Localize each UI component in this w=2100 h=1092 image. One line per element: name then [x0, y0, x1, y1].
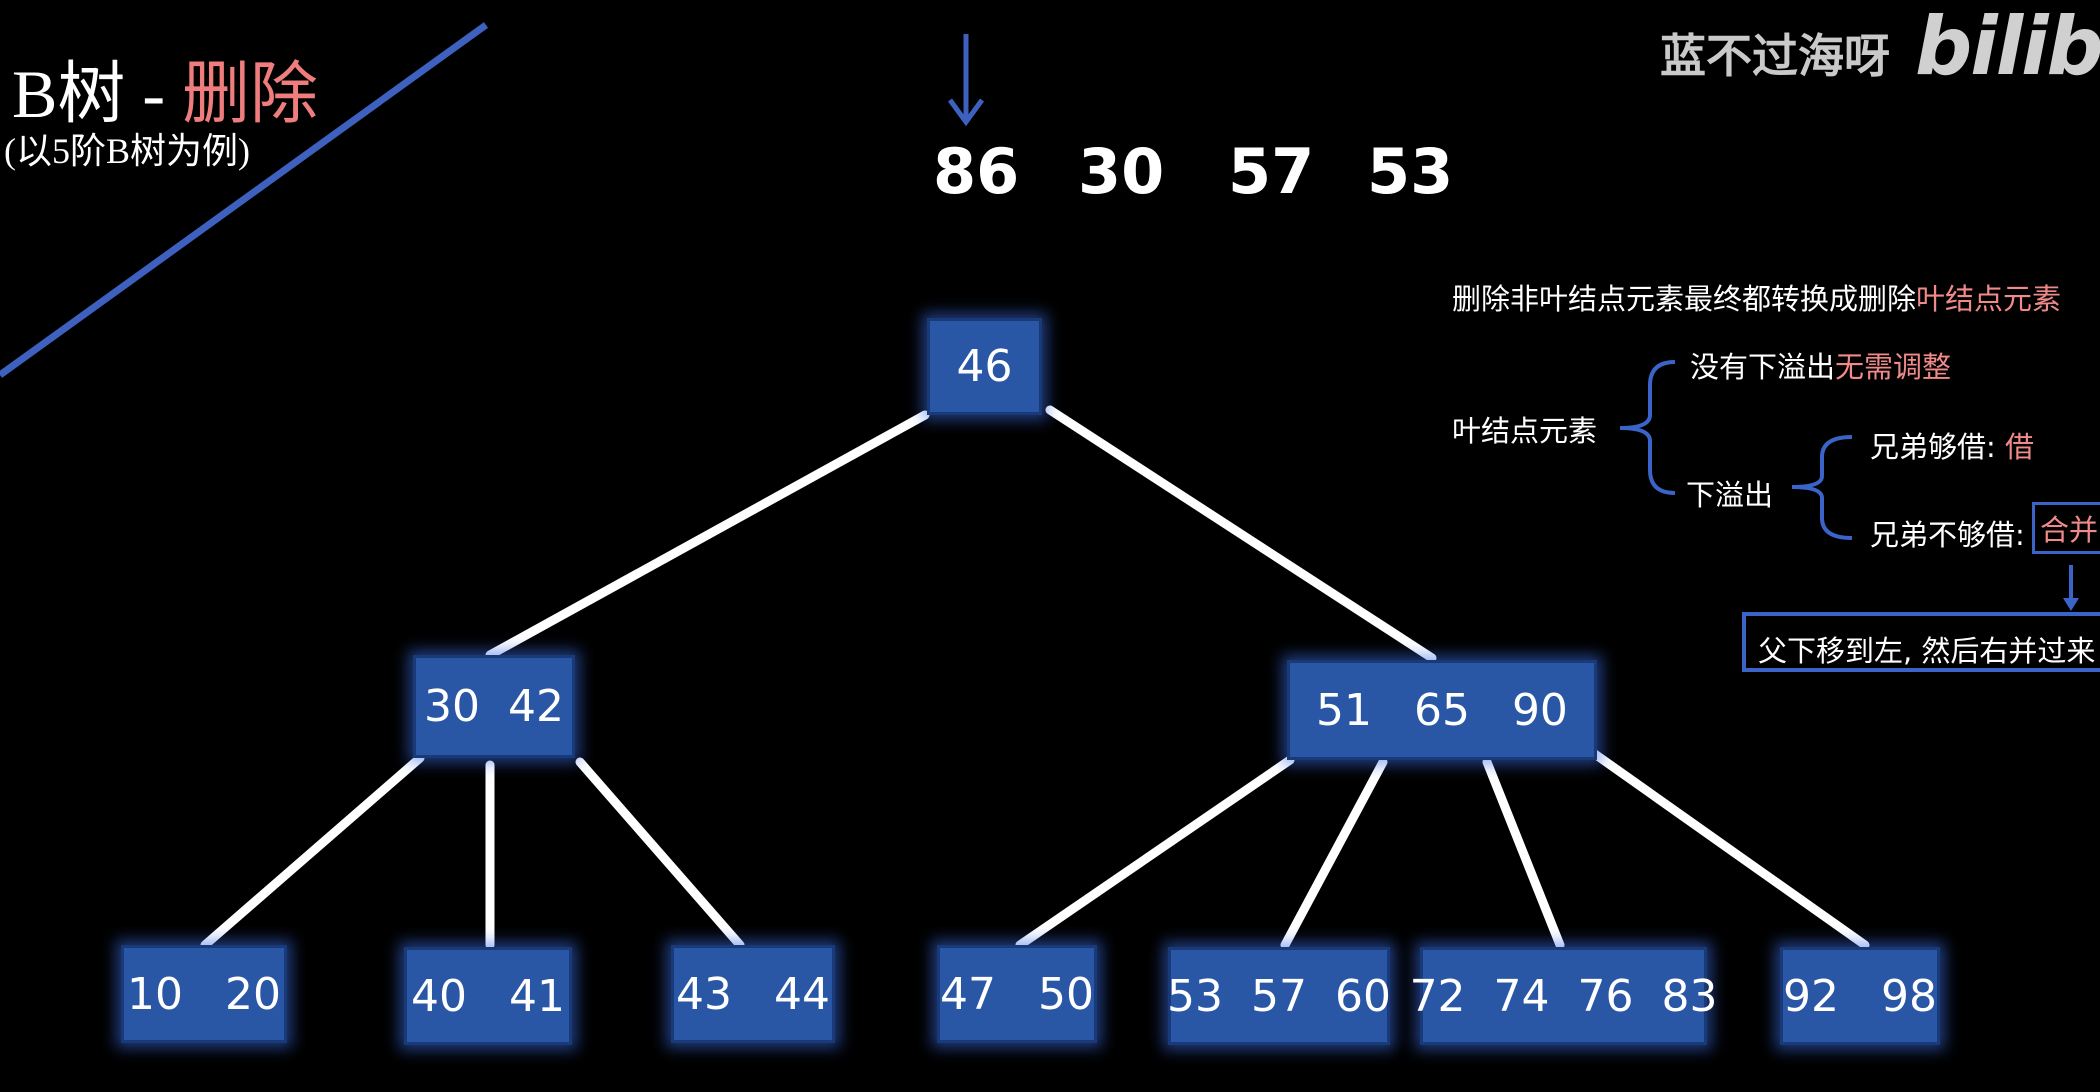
edge-root-left: [485, 410, 930, 660]
merge-highlight-box: 合并: [2032, 502, 2100, 554]
sequence-item: 86: [933, 135, 1020, 208]
leaf-node: 10 20: [121, 945, 287, 1043]
edge-right-leaf6: [1482, 757, 1565, 950]
pointer-arrow-head: [947, 98, 985, 127]
root-node: 46: [927, 318, 1042, 415]
merge-arrow-head: [2063, 598, 2079, 611]
edge-right-leaf5: [1280, 757, 1388, 950]
sequence-item: 53: [1367, 135, 1454, 208]
leaf-node: 43 44: [671, 945, 835, 1043]
watermark: 蓝不过海呀: [1660, 29, 1890, 83]
edge-right-leaf4: [1015, 755, 1295, 950]
leaf-node: 47 50: [937, 945, 1097, 1043]
page-title: B树 - 删除: [12, 56, 319, 132]
note-underflow: 下溢出: [1686, 478, 1774, 512]
edge-right-leaf7: [1587, 747, 1870, 950]
leaf-node: 72 74 76 83: [1410, 947, 1717, 1045]
note-header: 删除非叶结点元素最终都转换成删除叶结点元素: [1452, 282, 2062, 316]
leaf-node: 40 41: [404, 947, 572, 1045]
leaf-node: 92 98: [1780, 947, 1940, 1045]
merge-result-box: 父下移到左, 然后右并过来: [1742, 612, 2100, 672]
edge-left-leaf3: [575, 757, 745, 950]
title-divider-line: [0, 22, 489, 378]
note-no-borrow: 兄弟不够借: 合并: [1870, 502, 2100, 554]
bilibili-logo: bilibili: [1915, 0, 2100, 93]
sequence-item: 30: [1078, 135, 1165, 208]
note-borrow: 兄弟够借: 借: [1870, 430, 2035, 464]
leaf-node: 53 57 60: [1167, 947, 1391, 1045]
internal-node-right: 51 65 90: [1287, 660, 1597, 760]
sequence-item: 57: [1228, 135, 1315, 208]
bracket-leaf: [1619, 360, 1676, 495]
note-no-underflow: 没有下溢出无需调整: [1690, 350, 1952, 384]
page-subtitle: (以5阶B树为例): [4, 131, 250, 171]
bracket-underflow: [1791, 435, 1853, 540]
edge-left-leaf1: [200, 753, 425, 950]
note-leaf-label: 叶结点元素: [1452, 414, 1598, 448]
edge-root-right: [1045, 405, 1437, 663]
internal-node-left: 30 42: [413, 655, 575, 758]
